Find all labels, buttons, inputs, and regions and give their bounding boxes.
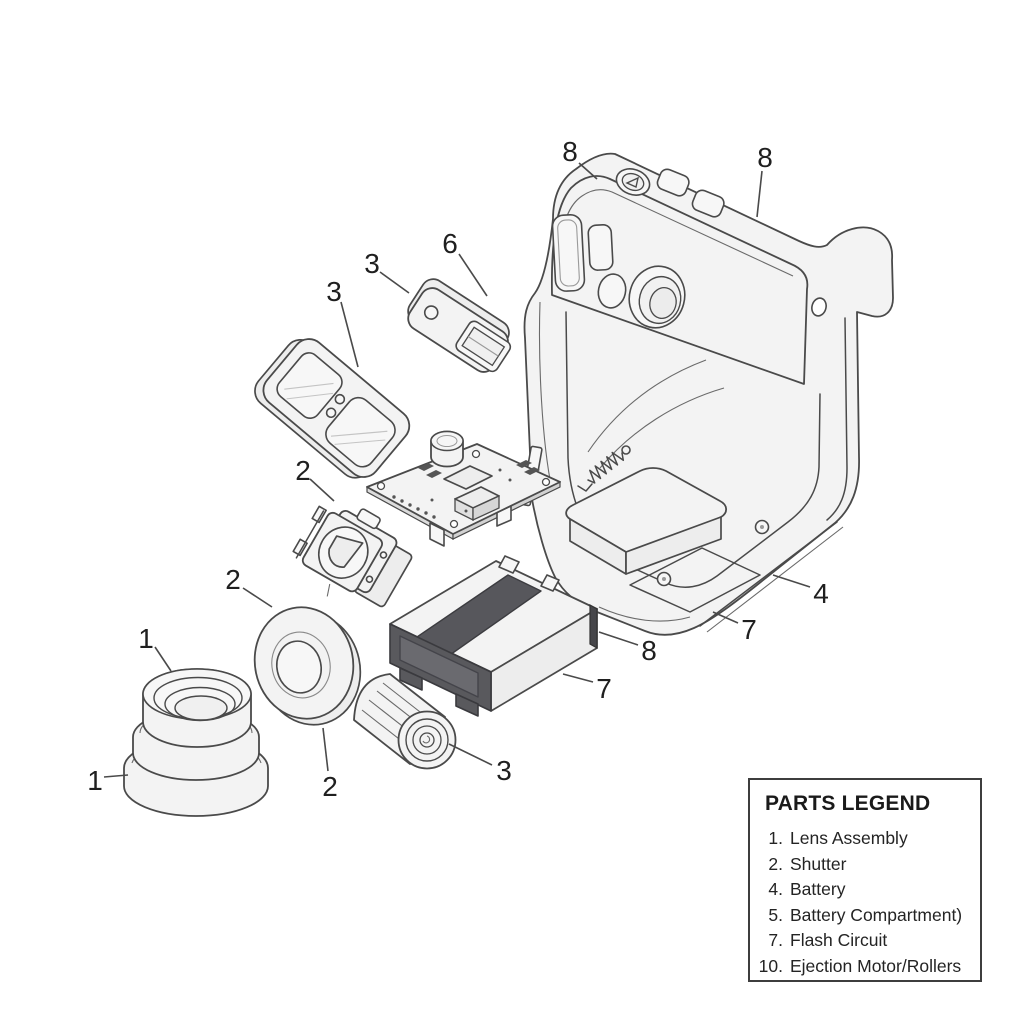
faceplate-window-right xyxy=(325,396,396,468)
interior-curve-2 xyxy=(599,387,725,469)
cartridge-tab-2 xyxy=(540,574,560,592)
mount-holes xyxy=(376,449,551,529)
legend-item: 5. Battery Compartment) xyxy=(750,903,980,929)
legend-item: 2. Shutter xyxy=(750,852,980,878)
callout-7-body: 7 xyxy=(741,614,757,645)
legend-item-number: 4. xyxy=(768,879,783,899)
shutter-blade xyxy=(328,535,364,568)
legend-item-number: 5. xyxy=(768,904,783,925)
cartridge-tab-1 xyxy=(498,555,520,574)
lens-ring xyxy=(253,606,362,726)
ejection-slot-line xyxy=(699,521,838,627)
callout-7-cartridge: 7 xyxy=(596,673,612,704)
callout-1-lens-bottom: 1 xyxy=(87,765,103,796)
lens-opening xyxy=(628,265,686,329)
flash-circuit-board xyxy=(366,430,561,547)
roller-spiral xyxy=(422,735,431,744)
callout-2-ring-top: 2 xyxy=(225,564,241,595)
viewfinder-window xyxy=(551,214,586,292)
film-cartridge xyxy=(389,555,598,717)
callout-4-body: 4 xyxy=(813,578,829,609)
legend-item-label: Lens Assembly xyxy=(790,828,908,848)
strap-lug-hole xyxy=(811,297,827,317)
battery-pack xyxy=(565,467,728,575)
lens-element xyxy=(174,695,228,721)
flash-unit xyxy=(407,278,512,373)
callout-3-upper: 3 xyxy=(364,248,380,279)
shutter-arrow-icon xyxy=(625,176,639,188)
faceplate xyxy=(254,338,411,479)
camera-body-shell xyxy=(518,152,894,636)
lens-ring-hole xyxy=(276,640,322,694)
callout-3-faceplate: 3 xyxy=(326,276,342,307)
power-button xyxy=(691,189,725,218)
flash-sensor-dot xyxy=(423,305,439,320)
leader-lines xyxy=(103,162,811,778)
faceplate-window-left xyxy=(276,352,343,420)
shutter-mechanism xyxy=(292,505,413,608)
legend-item: 7. Flash Circuit xyxy=(750,928,980,954)
callout-8-top-right: 8 xyxy=(757,142,773,173)
callout-8-top-left: 8 xyxy=(562,136,578,167)
callout-labels: 8 8 6 3 3 2 2 1 1 2 3 7 8 4 7 xyxy=(87,136,829,802)
solder-pads xyxy=(392,468,512,519)
connector-block xyxy=(454,486,500,522)
callout-2-ring-bottom: 2 xyxy=(322,771,338,802)
legend-item-label: Shutter xyxy=(790,853,847,874)
legend-item-number: 2. xyxy=(768,853,783,874)
legend-title: PARTS LEGEND xyxy=(765,792,931,815)
legend-item-label: Battery xyxy=(790,879,846,899)
capacitor xyxy=(430,430,464,468)
interior-left-wall xyxy=(538,301,553,491)
interior-curve-1 xyxy=(587,359,707,453)
chin-line xyxy=(598,606,691,622)
mode-button xyxy=(656,168,690,197)
sensor-window xyxy=(587,224,614,271)
shutter-button xyxy=(615,168,651,196)
legend-item: 1. Lens Assembly xyxy=(750,826,980,852)
callout-3-roller: 3 xyxy=(496,755,512,786)
legend-item-number: 7. xyxy=(768,930,783,950)
cartridge-foot-2 xyxy=(455,693,479,717)
parts-legend: PARTS LEGEND 1. Lens Assembly 2. Shutter… xyxy=(748,778,982,982)
cartridge-recessed-panel xyxy=(399,635,479,698)
floor-frame xyxy=(629,547,761,613)
ejection-spring xyxy=(577,445,631,492)
callout-1-lens-top: 1 xyxy=(138,623,154,654)
ejection-roller xyxy=(353,673,457,770)
callout-8-cartridge: 8 xyxy=(641,635,657,666)
legend-item-label: Flash Circuit xyxy=(790,930,888,950)
legend-item-label: Ejection Motor/Rollers xyxy=(790,955,962,976)
ejection-slot-line-2 xyxy=(706,526,844,633)
legend-item-label: Battery Compartment) xyxy=(790,904,963,925)
cartridge-end-strip xyxy=(589,603,598,650)
lens-assembly xyxy=(123,668,269,817)
ic-chip xyxy=(443,465,493,490)
legend-item-number: 10. xyxy=(758,955,783,976)
callout-2-shutter: 2 xyxy=(295,455,311,486)
legend-items: 1. Lens Assembly 2. Shutter 4. Battery 5… xyxy=(750,826,980,979)
callout-6-flash: 6 xyxy=(442,228,458,259)
screw-icon xyxy=(656,519,770,587)
legend-item: 4. Battery xyxy=(750,877,980,903)
flash-opening xyxy=(597,273,627,309)
inner-right-wall xyxy=(826,317,848,521)
cartridge-foot-1 xyxy=(399,667,423,691)
legend-item: 10. Ejection Motor/Rollers xyxy=(750,954,980,980)
legend-item-number: 1. xyxy=(768,828,783,848)
